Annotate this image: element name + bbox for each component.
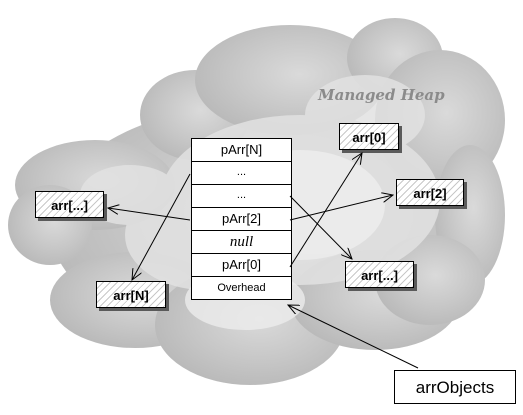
object-arr-dots-left[interactable]: arr[...] <box>35 191 104 218</box>
array-cell-ellipsis-1[interactable]: ... <box>192 162 291 185</box>
object-arr-0[interactable]: arr[0] <box>339 123 399 150</box>
object-arr-2[interactable]: arr[2] <box>396 179 464 206</box>
array-cell-pArr-0[interactable]: pArr[0] <box>192 254 291 277</box>
array-cell-null[interactable]: null <box>192 231 291 254</box>
arr-objects-reference[interactable]: arrObjects <box>394 370 516 404</box>
object-arr-n[interactable]: arr[N] <box>96 281 166 308</box>
array-cell-overhead[interactable]: Overhead <box>217 282 266 294</box>
array-cell-pArr-N[interactable]: pArr[N] <box>192 139 291 162</box>
array-cell-ellipsis-2[interactable]: ... <box>192 185 291 208</box>
managed-heap-title: Managed Heap <box>318 86 445 104</box>
array-cell-pArr-2[interactable]: pArr[2] <box>192 208 291 231</box>
object-arr-dots-right[interactable]: arr[...] <box>345 261 414 288</box>
